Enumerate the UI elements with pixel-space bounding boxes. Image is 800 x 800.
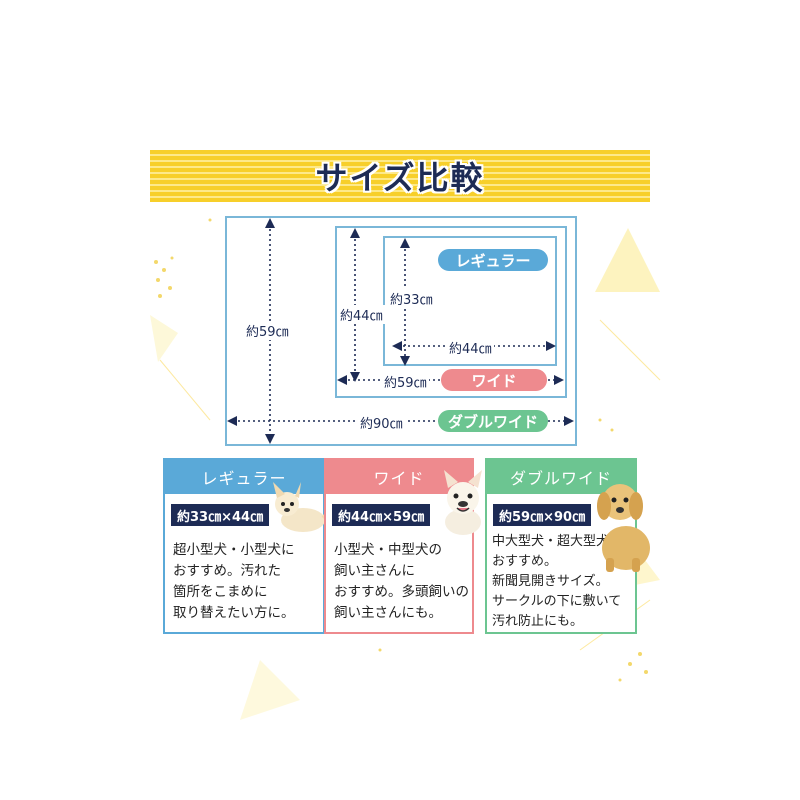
golden-retriever-icon <box>597 484 650 572</box>
dim-outer-width: 約90㎝ <box>358 413 405 432</box>
card-double-wide: ダブルワイド 約59㎝×90㎝ 中大型犬・超大型犬に おすすめ。 新聞見開きサイ… <box>485 458 637 634</box>
header-banner: サイズ比較 <box>150 150 650 202</box>
pill-double-wide: ダブルワイド <box>438 410 548 432</box>
pill-wide: ワイド <box>441 369 547 391</box>
wide-rect <box>335 226 567 398</box>
card-regular: レギュラー 約33㎝×44㎝ 超小型犬・小型犬に おすすめ。汚れた 箇所をこまめ… <box>163 458 325 634</box>
dim-regular-height: 約33㎝ <box>388 289 435 308</box>
regular-rect <box>383 236 557 366</box>
dim-wide-height: 約44㎝ <box>338 305 385 324</box>
french-bulldog-icon <box>444 470 482 535</box>
card-wide-description: 小型犬・中型犬の 飼い主さんに おすすめ。多頭飼いの 飼い主さんにも。 <box>334 542 469 621</box>
card-wide-size: 約44㎝×59㎝ <box>332 504 431 526</box>
card-regular-header: レギュラー <box>165 460 323 494</box>
double-wide-rect <box>225 216 577 446</box>
card-double-wide-description: 中大型犬・超大型犬に おすすめ。 新聞見開きサイズ。 サークルの下に敷いて 汚れ… <box>492 534 623 629</box>
page-title: サイズ比較 <box>315 159 485 197</box>
dim-outer-height: 約59㎝ <box>244 321 291 340</box>
dim-regular-width: 約44㎝ <box>447 338 494 357</box>
card-double-wide-size: 約59㎝×90㎝ <box>493 504 592 526</box>
dim-wide-width: 約59㎝ <box>382 372 429 391</box>
card-regular-size: 約33㎝×44㎝ <box>171 504 270 526</box>
pill-regular: レギュラー <box>438 249 548 271</box>
card-regular-description: 超小型犬・小型犬に おすすめ。汚れた 箇所をこまめに 取り替えたい方に。 <box>173 542 295 621</box>
